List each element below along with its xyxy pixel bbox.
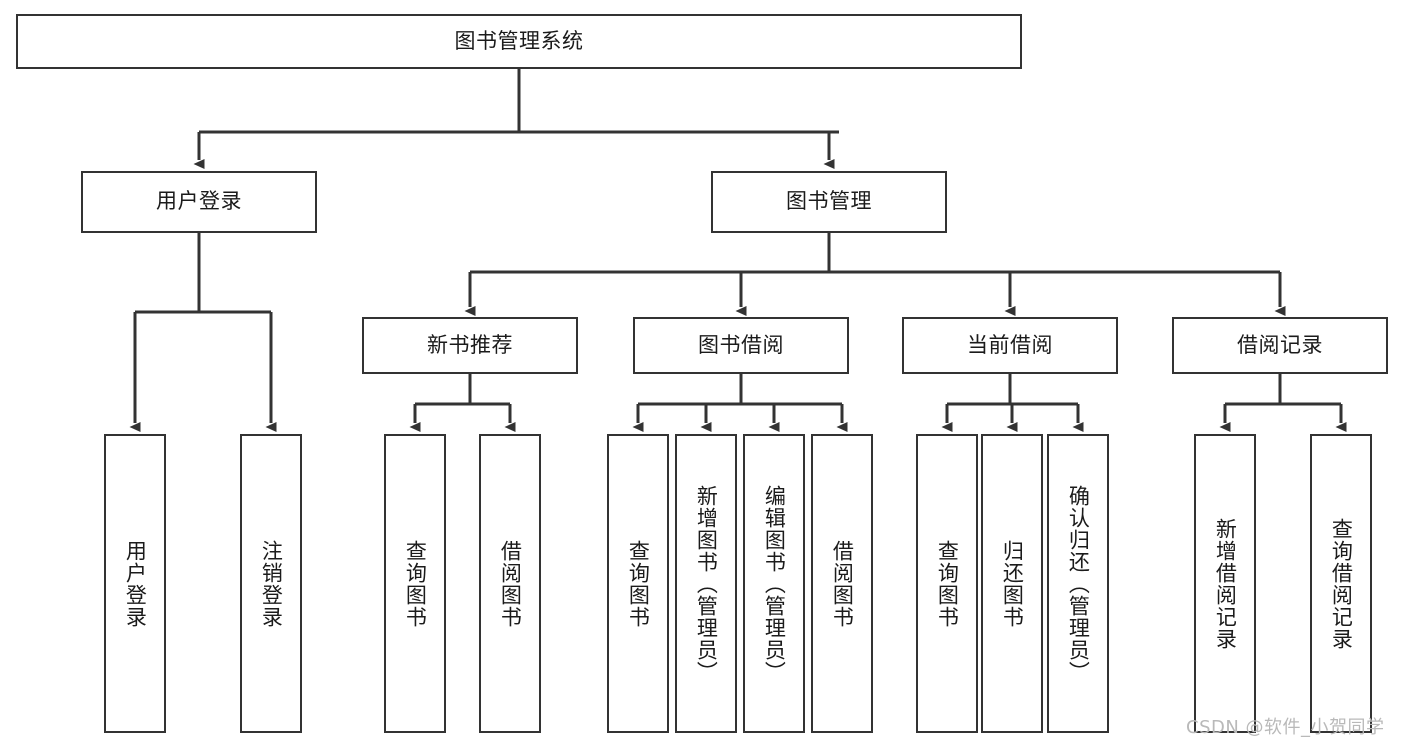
node-label: 借阅记录: [1237, 332, 1323, 357]
node-new-book-recommend[interactable]: 新书推荐: [362, 317, 578, 374]
node-label: 图书管理: [786, 189, 872, 214]
node-user-login[interactable]: 用户登录: [81, 171, 317, 233]
csdn-watermark: CSDN @软件_小贺同学: [1186, 717, 1385, 738]
node-label: 图书管理系统: [454, 28, 584, 53]
node-label: 用户登录: [123, 539, 148, 628]
node-leaf-user-logout[interactable]: 注销登录: [240, 434, 302, 733]
node-leaf-query-book-rec[interactable]: 查询图书: [384, 434, 446, 733]
node-label: 查询图书: [935, 539, 960, 628]
node-label: 归还图书: [1000, 539, 1025, 628]
node-label: 图书借阅: [698, 332, 784, 357]
node-label: 用户登录: [156, 189, 242, 214]
node-leaf-query-book-cur[interactable]: 查询图书: [916, 434, 978, 733]
node-label: 借阅图书: [498, 539, 523, 628]
node-root-system[interactable]: 图书管理系统: [16, 14, 1022, 69]
node-current-borrow[interactable]: 当前借阅: [902, 317, 1118, 374]
node-label: 查询图书: [403, 539, 428, 628]
node-leaf-query-record[interactable]: 查询借阅记录: [1310, 434, 1372, 733]
node-leaf-return-book[interactable]: 归还图书: [981, 434, 1043, 733]
node-leaf-query-book-borrow[interactable]: 查询图书: [607, 434, 669, 733]
node-label: 查询图书: [626, 539, 651, 628]
node-label: 借阅图书: [830, 539, 855, 628]
node-label: 新增借阅记录: [1213, 517, 1238, 650]
node-label: 新书推荐: [427, 332, 513, 357]
node-book-manage[interactable]: 图书管理: [711, 171, 947, 233]
node-label: 编辑图书（管理员）: [762, 484, 787, 683]
node-label: 确认归还（管理员）: [1066, 484, 1091, 683]
node-leaf-borrow-book[interactable]: 借阅图书: [811, 434, 873, 733]
node-label: 注销登录: [259, 539, 284, 628]
node-leaf-confirm-return[interactable]: 确认归还（管理员）: [1047, 434, 1109, 733]
node-label: 当前借阅: [967, 332, 1053, 357]
node-borrow-record[interactable]: 借阅记录: [1172, 317, 1388, 374]
node-leaf-add-book[interactable]: 新增图书（管理员）: [675, 434, 737, 733]
node-leaf-add-record[interactable]: 新增借阅记录: [1194, 434, 1256, 733]
node-leaf-borrow-book-rec[interactable]: 借阅图书: [479, 434, 541, 733]
node-label: 查询借阅记录: [1329, 517, 1354, 650]
node-book-borrow[interactable]: 图书借阅: [633, 317, 849, 374]
node-leaf-edit-book[interactable]: 编辑图书（管理员）: [743, 434, 805, 733]
node-leaf-user-login[interactable]: 用户登录: [104, 434, 166, 733]
node-label: 新增图书（管理员）: [694, 484, 719, 683]
